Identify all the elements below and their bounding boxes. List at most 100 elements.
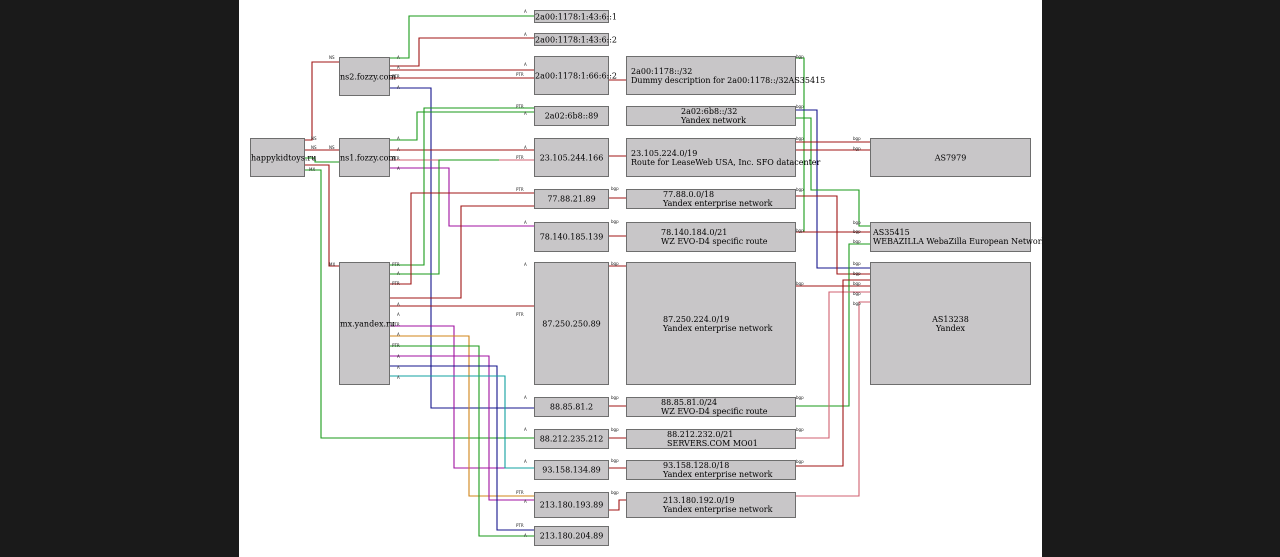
route-prefix: 93.158.128.0/18 (663, 461, 730, 470)
address-node[interactable]: 213.180.193.89 (534, 492, 609, 518)
address-label: 93.158.134.89 (542, 465, 601, 475)
edge-label-bgp: bgp (796, 228, 804, 233)
mx-node[interactable]: mx.yandex.ru (339, 262, 395, 385)
address-node[interactable]: 2a00:1178:1:43:6::1 (534, 10, 618, 23)
wire (305, 164, 339, 267)
edge-label-ptr: PTR (392, 343, 400, 348)
edge-label-bgp: bgp (853, 136, 861, 141)
edge-label-a: A (397, 65, 400, 70)
nameserver-label: ns1.fozzy.com (340, 153, 396, 162)
connection-wires (305, 15, 870, 537)
address-node[interactable]: 213.180.204.89 (534, 526, 609, 546)
edge-label-bgp: bgp (796, 136, 804, 141)
domain-node[interactable]: happykidtoys.ru (250, 138, 316, 177)
route-description: Dummy description for 2a00:1178::/32AS35… (631, 75, 826, 85)
wire (390, 205, 534, 299)
wire (305, 61, 339, 141)
edge-label-a: A (524, 111, 527, 116)
edge-label-a: A (397, 354, 400, 359)
edge-label-ptr: PTR (516, 490, 524, 495)
route-prefix: 88.212.232.0/21 (667, 430, 734, 439)
edge-label-ptr: PTR (516, 104, 524, 109)
asn-node[interactable]: AS7979 (870, 138, 1031, 177)
wire (390, 355, 534, 501)
wire (390, 111, 534, 141)
edge-label-bgp: bgp (853, 239, 861, 244)
address-node[interactable]: 23.105.244.166 (534, 138, 609, 177)
address-label: 78.140.185.139 (539, 232, 604, 242)
route-description: Yandex enterprise network (663, 323, 773, 333)
edge-label-a: A (397, 312, 400, 317)
wire (305, 169, 534, 439)
nameserver-node[interactable]: ns1.fozzy.com (339, 138, 396, 177)
route-prefix: 23.105.224.0/19 (631, 148, 698, 158)
edge-label-a: A (397, 55, 400, 60)
address-node[interactable]: 88.85.81.2 (534, 397, 609, 417)
address-label: 2a00:1178:1:66:6::2 (535, 71, 618, 80)
address-node[interactable]: 2a00:1178:1:66:6::2 (534, 56, 618, 95)
route-prefix: 213.180.192.0/19 (663, 496, 735, 505)
edge-label-ns: NS (329, 55, 335, 60)
asn-name: Yandex (936, 323, 965, 333)
edge-label-bgp: bgp (796, 427, 804, 432)
wire (390, 192, 534, 285)
edge-label-ptr: PTR (516, 72, 524, 77)
address-node[interactable]: 77.88.21.89 (534, 189, 609, 209)
route-description: SERVERS.COM MO01 (667, 439, 758, 448)
edge-label-ns: NS (311, 145, 317, 150)
address-label: 2a00:1178:1:43:6::1 (535, 12, 618, 21)
edge-label-a: A (397, 302, 400, 307)
edge-label-a: A (524, 499, 527, 504)
wire (390, 325, 534, 469)
nameserver-node[interactable]: ns2.fozzy.com (339, 57, 396, 96)
edge-label-a: A (524, 32, 527, 37)
edge-label-bgp: bgp (611, 261, 619, 266)
edge-label-bgp: bgp (796, 395, 804, 400)
edge-label-bgp: bgp (853, 229, 861, 234)
wire (390, 365, 534, 531)
address-node[interactable]: 78.140.185.139 (534, 222, 609, 252)
address-node[interactable]: 2a00:1178:1:43:6::2 (534, 33, 617, 46)
wire (390, 335, 534, 497)
edge-label-bgp: bgp (611, 186, 619, 191)
wire (390, 345, 534, 537)
wire (796, 195, 870, 275)
route-description: Yandex enterprise network (663, 199, 773, 208)
wire (609, 499, 626, 511)
edge-label-ptr: PTR (392, 322, 400, 327)
edge-label-a: A (397, 147, 400, 152)
edge-label-ptr: PTR (516, 312, 524, 317)
address-node[interactable]: 2a02:6b8::89 (534, 106, 609, 126)
route-prefix: 78.140.184.0/21 (661, 228, 728, 237)
route-description: Route for LeaseWeb USA, Inc. SFO datacen… (631, 157, 821, 167)
address-node[interactable]: 93.158.134.89 (534, 460, 609, 480)
route-prefix: 2a00:1178::/32 (631, 66, 693, 76)
address-node[interactable]: 88.212.235.212 (534, 429, 609, 449)
edge-label-a: A (397, 271, 400, 276)
edge-label-ptr: PTR (516, 187, 524, 192)
edge-label-a: A (524, 9, 527, 14)
wire (390, 15, 534, 59)
edge-label-a: A (524, 220, 527, 225)
edge-label-a: A (397, 332, 400, 337)
address-node[interactable]: 87.250.250.89 (534, 262, 609, 385)
address-label: 23.105.244.166 (539, 153, 604, 162)
address-label: 88.85.81.2 (549, 402, 594, 412)
edge-label-a: A (397, 365, 400, 370)
address-label: 2a02:6b8::89 (544, 111, 599, 121)
edge-label-mx: MX (309, 167, 316, 172)
wire (390, 107, 534, 266)
edge-label-bgp: bgp (796, 54, 804, 59)
